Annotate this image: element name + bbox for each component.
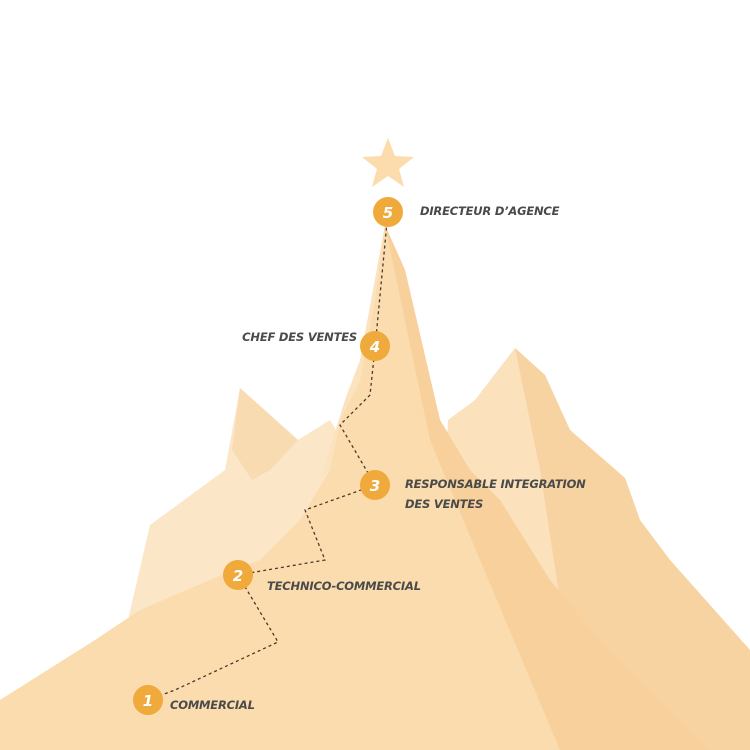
step-badge [360,331,390,361]
step-number: 1 [143,692,153,710]
career-path-line [147,211,389,701]
step-label: DIRECTEUR D’AGENCE [420,204,560,218]
step-badge [360,470,390,500]
step-1: 1 COMMERCIAL [133,685,255,715]
step-badge [133,685,163,715]
left-peak [128,388,360,620]
step-label: COMMERCIAL [170,698,255,712]
step-number: 5 [383,204,393,222]
main-mountain [0,225,710,750]
left-peak-shade [232,388,298,480]
step-label: TECHNICO-COMMERCIAL [267,579,421,593]
star-icon [362,138,414,187]
step-4: 4 CHEF DES VENTES [242,330,390,361]
step-badge [373,197,403,227]
step-label: RESPONSABLE INTEGRATION [405,477,586,491]
step-label-line-2: DES VENTES [405,497,483,511]
step-badge [223,560,253,590]
step-label: CHEF DES VENTES [242,330,357,344]
main-summit-shade [385,225,710,750]
step-3: 3 RESPONSABLE INTEGRATION DES VENTES [360,470,586,511]
step-2: 2 TECHNICO-COMMERCIAL [223,560,421,593]
step-number: 4 [369,338,380,356]
step-5: 5 DIRECTEUR D’AGENCE [373,197,560,227]
step-number: 2 [233,567,243,585]
step-number: 3 [370,477,380,495]
